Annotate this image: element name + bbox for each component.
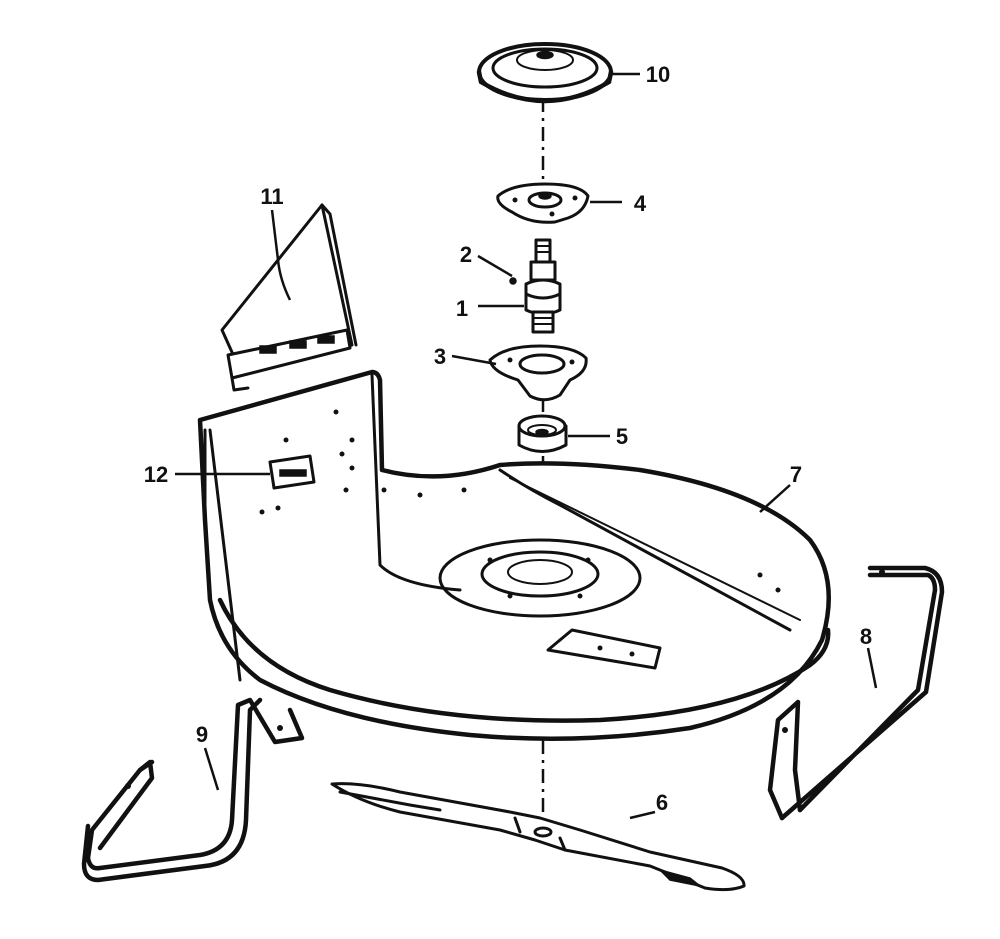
bearing-cup-drawing xyxy=(517,414,568,453)
lower-bearing-flange-drawing xyxy=(488,344,588,402)
decal-drawing xyxy=(268,454,316,490)
callout-6: 6 xyxy=(656,790,668,815)
spindle-drawing xyxy=(509,238,562,334)
callout-3: 3 xyxy=(434,344,446,369)
pulley-drawing xyxy=(476,42,614,104)
callout-1: 1 xyxy=(456,296,468,321)
callout-11: 11 xyxy=(260,184,283,209)
callout-7: 7 xyxy=(790,462,802,487)
callout-10: 10 xyxy=(646,62,670,87)
blade-drawing xyxy=(330,782,746,892)
callout-4: 4 xyxy=(634,191,647,216)
right-bracket-drawing xyxy=(767,565,945,821)
callout-5: 5 xyxy=(616,424,628,449)
callout-12: 12 xyxy=(144,462,168,487)
leader-lines xyxy=(175,72,878,820)
callout-8: 8 xyxy=(860,624,872,649)
discharge-chute-drawing xyxy=(220,203,358,392)
upper-bearing-flange-drawing xyxy=(496,182,590,224)
left-bracket-drawing xyxy=(81,697,305,883)
callout-9: 9 xyxy=(196,722,208,747)
deck-housing-drawing xyxy=(197,369,831,741)
callout-2: 2 xyxy=(460,242,472,267)
